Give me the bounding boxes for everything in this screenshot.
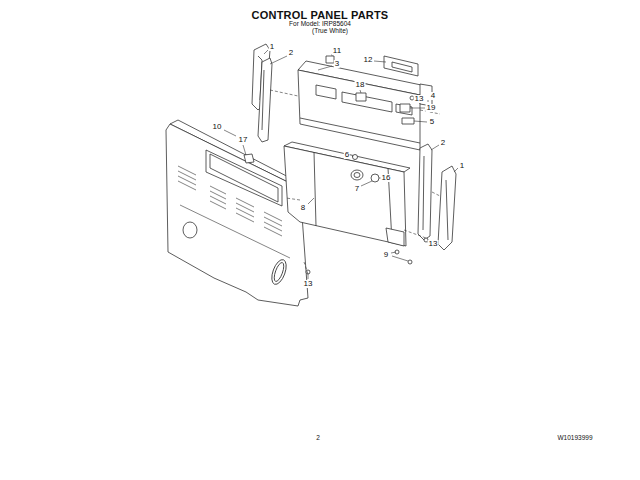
screw xyxy=(408,260,412,264)
callout-number: 18 xyxy=(355,81,366,89)
grommet xyxy=(371,174,379,182)
knob-block xyxy=(356,93,366,101)
lower-panel xyxy=(284,142,410,246)
assembly-lines xyxy=(270,90,440,274)
callout-number: 9 xyxy=(383,251,389,259)
switch xyxy=(400,104,410,112)
callout-number: 11 xyxy=(332,47,342,55)
callout-number: 13 xyxy=(428,240,439,248)
callout-number: 16 xyxy=(381,174,392,182)
callout-number: 4 xyxy=(430,92,436,100)
callout-number: 13 xyxy=(414,95,425,103)
document-number: W10193999 xyxy=(556,435,593,442)
callout-number: 19 xyxy=(426,104,437,112)
callout-number: 2 xyxy=(288,49,294,57)
end-trim-right xyxy=(418,144,456,250)
page-number: 2 xyxy=(315,435,321,442)
callout-number: 8 xyxy=(300,204,306,212)
end-trim-left xyxy=(252,44,272,142)
control-panel xyxy=(298,61,426,150)
callout-number: 1 xyxy=(459,162,465,170)
callout-number: 5 xyxy=(429,118,435,126)
clip xyxy=(244,154,254,163)
leader-lines xyxy=(224,50,458,279)
clock-overlay xyxy=(384,56,418,76)
model-note: For Model: IRP85604 xyxy=(288,21,352,28)
diagram-title: CONTROL PANEL PARTS xyxy=(251,10,390,21)
callout-number: 10 xyxy=(212,123,223,131)
bracket xyxy=(402,118,414,124)
callout-number: 12 xyxy=(363,56,374,64)
screw xyxy=(353,155,358,160)
callout-number: 2 xyxy=(440,139,446,147)
model-note: (True White) xyxy=(311,28,349,35)
callout-number: 13 xyxy=(303,280,314,288)
callout-number: 6 xyxy=(344,151,350,159)
callout-number: 7 xyxy=(354,185,360,193)
callout-number: 17 xyxy=(238,136,249,144)
callout-number: 1 xyxy=(269,43,275,51)
callout-number: 3 xyxy=(334,60,340,68)
